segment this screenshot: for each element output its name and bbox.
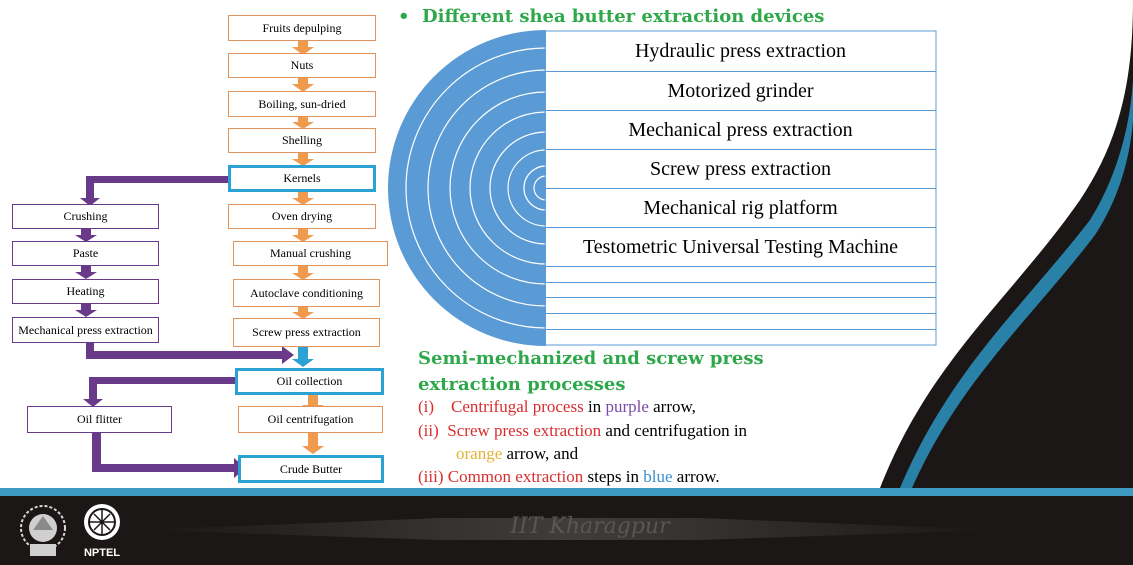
- nptel-logo-text: NPTEL: [83, 547, 121, 559]
- devices-title-text: Different shea butter extraction devices: [422, 6, 825, 27]
- flow-box-mechanical-press-extraction: Mechanical press extraction: [12, 317, 159, 343]
- item-number: (ii): [418, 421, 439, 440]
- flow-box-paste: Paste: [12, 241, 159, 266]
- flow-box-manual-crushing: Manual crushing: [233, 241, 388, 266]
- highlight-red: Common extraction: [447, 467, 584, 486]
- flow-box-heating: Heating: [12, 279, 159, 304]
- flow-box-shelling: Shelling: [228, 128, 376, 153]
- flow-box-oven-drying: Oven drying: [228, 204, 376, 229]
- devices-title: • Different shea butter extraction devic…: [398, 6, 824, 27]
- item-text: arrow.: [672, 467, 720, 486]
- process-item-iii: (iii) Common extraction steps in blue ar…: [418, 467, 720, 487]
- device-row-motorized-grinder: Motorized grinder: [545, 71, 936, 110]
- flow-box-oil-collection: Oil collection: [235, 368, 384, 395]
- iit-logo-icon: [20, 505, 66, 556]
- highlight-red: Centrifugal process: [451, 397, 584, 416]
- device-row-empty: [545, 266, 936, 282]
- device-row-mechanical-press: Mechanical press extraction: [545, 110, 936, 149]
- process-item-i: (i) Centrifugal process in purple arrow,: [418, 397, 696, 417]
- item-text: and centrifugation in: [601, 421, 748, 440]
- footer-watermark: IIT Kharagpur: [510, 514, 670, 539]
- process-item-ii-cont: orange arrow, and: [456, 444, 578, 464]
- highlight-red: Screw press extraction: [447, 421, 602, 440]
- flow-box-oil-flitter: Oil flitter: [27, 406, 172, 433]
- device-row-rig-platform: Mechanical rig platform: [545, 188, 936, 227]
- flow-box-autoclave-conditioning: Autoclave conditioning: [233, 279, 380, 307]
- flow-box-boiling-sun-dried: Boiling, sun-dried: [228, 91, 376, 117]
- nptel-logo-icon: [84, 504, 120, 540]
- footer-accent-line: [0, 488, 1133, 496]
- device-row-screw-press: Screw press extraction: [545, 149, 936, 188]
- item-text: arrow, and: [502, 444, 579, 463]
- flow-box-screw-press-extraction: Screw press extraction: [233, 318, 380, 347]
- device-row-empty: [545, 329, 936, 345]
- item-text: steps in: [583, 467, 644, 486]
- footer-glow: [140, 518, 1000, 540]
- device-row-empty: [545, 297, 936, 313]
- highlight-blue: blue: [643, 467, 673, 486]
- processes-title: Semi-mechanized and screw press extracti…: [418, 348, 764, 395]
- item-text: arrow,: [648, 397, 696, 416]
- flow-box-oil-centrifugation: Oil centrifugation: [238, 406, 383, 433]
- device-row-hydraulic: Hydraulic press extraction: [634, 40, 847, 62]
- process-item-ii: (ii) Screw press extraction and centrifu…: [418, 421, 747, 441]
- flow-box-crude-butter: Crude Butter: [238, 455, 384, 483]
- highlight-orange: orange: [456, 444, 503, 463]
- flow-box-fruits-depulping: Fruits depulping: [228, 15, 376, 41]
- flow-box-nuts: Nuts: [228, 53, 376, 78]
- item-number: (i): [418, 397, 435, 416]
- highlight-purple: purple: [605, 397, 649, 416]
- flow-box-crushing: Crushing: [12, 204, 159, 229]
- flow-box-kernels: Kernels: [228, 165, 376, 192]
- item-text: in: [583, 397, 606, 416]
- device-row-empty: [545, 313, 936, 329]
- device-row-empty: [545, 282, 936, 297]
- bullet-icon: •: [398, 6, 423, 27]
- device-row-testometric: Testometric Universal Testing Machine: [545, 227, 936, 266]
- item-number: (iii): [418, 467, 444, 486]
